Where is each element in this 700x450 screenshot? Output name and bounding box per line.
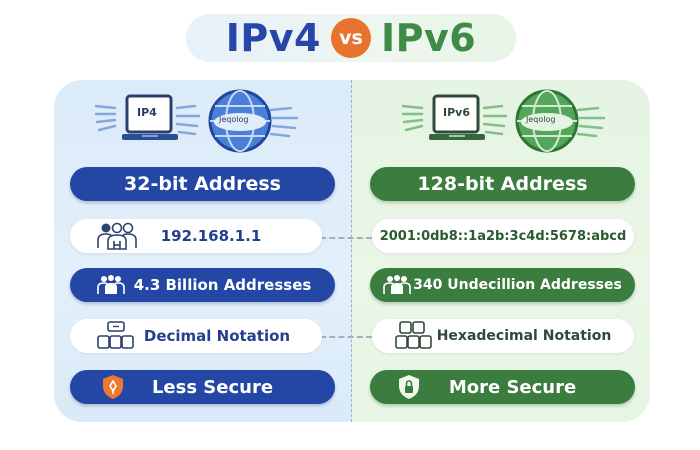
people-group-icon — [96, 275, 126, 295]
laptop-icon: IPv6 — [429, 94, 487, 150]
ipv6-capacity-label: 340 Undecillion Addresses — [413, 277, 622, 293]
ipv4-example-pill: 192.168.1.1 — [70, 219, 322, 253]
globe-label: Jeqolog — [526, 115, 556, 124]
speed-lines-icon — [93, 104, 299, 138]
globe-icon: Jeqolog — [514, 88, 580, 158]
center-divider — [351, 80, 352, 422]
ipv4-capacity-pill: 4.3 Billion Addresses — [70, 268, 335, 302]
network-blocks-icon — [394, 321, 434, 351]
ipv6-security-label: More Secure — [448, 376, 577, 398]
vs-badge: vs — [331, 18, 371, 58]
ipv4-security-label: Less Secure — [151, 376, 274, 398]
speed-lines-icon — [400, 104, 606, 138]
laptop-label: IPv6 — [443, 106, 470, 119]
ipv6-header-pill: 128-bit Address — [370, 167, 635, 201]
ipv6-illustration: IPv6 Jeqolog — [400, 88, 612, 158]
ipv4-security-pill: Less Secure — [70, 370, 335, 404]
ipv6-notation-pill: Hexadecimal Notation — [372, 319, 634, 353]
ipv4-capacity-label: 4.3 Billion Addresses — [133, 276, 312, 294]
ipv4-header-pill: 32-bit Address — [70, 167, 335, 201]
laptop-label: IP4 — [137, 106, 157, 119]
people-group-icon — [382, 275, 412, 295]
ipv6-capacity-pill: 340 Undecillion Addresses — [370, 268, 635, 302]
globe-label: Jeqolog — [219, 115, 249, 124]
shield-lock-icon — [398, 374, 420, 400]
shield-warning-icon — [102, 374, 124, 400]
connector-example — [320, 237, 372, 239]
connector-notation — [320, 336, 372, 338]
users-icon — [96, 222, 138, 250]
ipv4-notation-label: Decimal Notation — [143, 327, 291, 345]
ipv4-header-label: 32-bit Address — [124, 173, 281, 195]
ipv6-notation-label: Hexadecimal Notation — [436, 328, 612, 344]
laptop-icon: IP4 — [122, 94, 180, 150]
title-ipv6: IPv6 — [381, 16, 477, 60]
ipv6-example-address: 2001:0db8::1a2b:3c4d:5678:abcd — [379, 228, 627, 244]
ipv6-header-label: 128-bit Address — [417, 173, 588, 195]
ipv6-security-pill: More Secure — [370, 370, 635, 404]
ipv6-example-pill: 2001:0db8::1a2b:3c4d:5678:abcd — [372, 219, 634, 253]
network-blocks-icon — [96, 321, 136, 351]
title-ipv4: IPv4 — [225, 16, 321, 60]
globe-icon: Jeqolog — [207, 88, 273, 158]
ipv4-illustration: IP4 Jeqolog — [93, 88, 305, 158]
ipv4-example-address: 192.168.1.1 — [160, 227, 262, 245]
title-banner: IPv4 vs IPv6 — [186, 14, 516, 62]
ipv4-notation-pill: Decimal Notation — [70, 319, 322, 353]
